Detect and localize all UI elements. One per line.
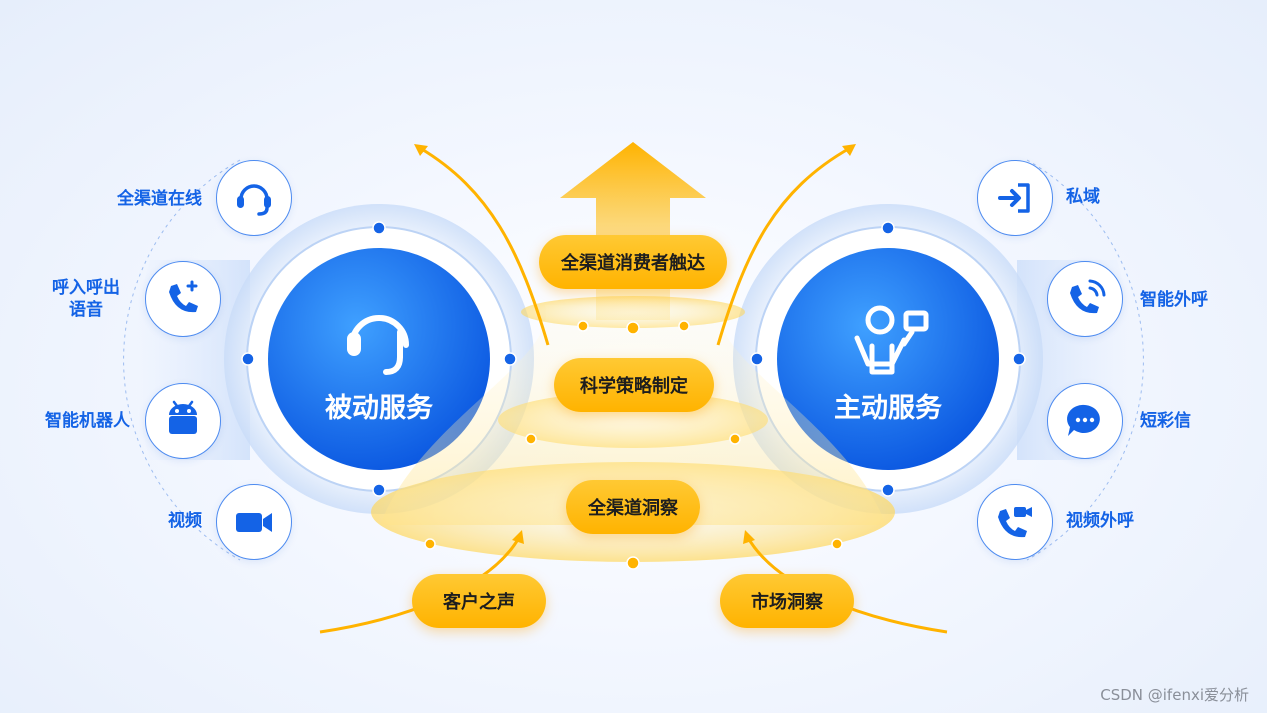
- left-main-circle: [268, 248, 490, 470]
- channel-label-video-outbound: 视频外呼: [1066, 511, 1134, 531]
- level-strategy: 科学策略制定: [554, 358, 714, 412]
- channel-label-outbound: 智能外呼: [1140, 290, 1208, 310]
- right-outer-arc: [1026, 159, 1144, 561]
- channel-label-video: 视频: [168, 511, 202, 531]
- arrow-heads: [414, 144, 856, 544]
- channel-label-private: 私域: [1066, 187, 1100, 207]
- channel-label-sms: 短彩信: [1140, 411, 1191, 431]
- channel-label-voice: 呼入呼出 语音: [52, 278, 120, 320]
- video-camera-icon: [216, 484, 292, 560]
- chat-bubble-icon: [1047, 383, 1123, 459]
- phone-ringing-icon: [1047, 261, 1123, 337]
- right-main-circle: [777, 248, 999, 470]
- left-outer-arc: [123, 159, 241, 561]
- disc-markers: [424, 320, 843, 570]
- active-service-title: 主动服务: [834, 393, 942, 424]
- watermark: CSDN @ifenxi爱分析: [1100, 686, 1249, 704]
- login-icon: [977, 160, 1053, 236]
- channel-label-robot: 智能机器人: [45, 411, 130, 431]
- phone-call-icon: [145, 261, 221, 337]
- input-market-insight: 市场洞察: [720, 574, 854, 628]
- video-call-icon: [977, 484, 1053, 560]
- level-consumer-reach: 全渠道消费者触达: [539, 235, 727, 289]
- robot-icon: [145, 383, 221, 459]
- passive-service-title: 被动服务: [325, 393, 433, 424]
- level-insight: 全渠道洞察: [566, 480, 700, 534]
- passive-headset-icon: [347, 315, 409, 375]
- channel-label-online: 全渠道在线: [117, 189, 202, 209]
- funnel-body: [380, 305, 886, 525]
- active-agent-icon: [854, 305, 929, 375]
- center-up-arrow: [560, 142, 706, 320]
- input-customer-voice: 客户之声: [412, 574, 546, 628]
- headset-icon: [216, 160, 292, 236]
- ring-markers: [241, 221, 1026, 497]
